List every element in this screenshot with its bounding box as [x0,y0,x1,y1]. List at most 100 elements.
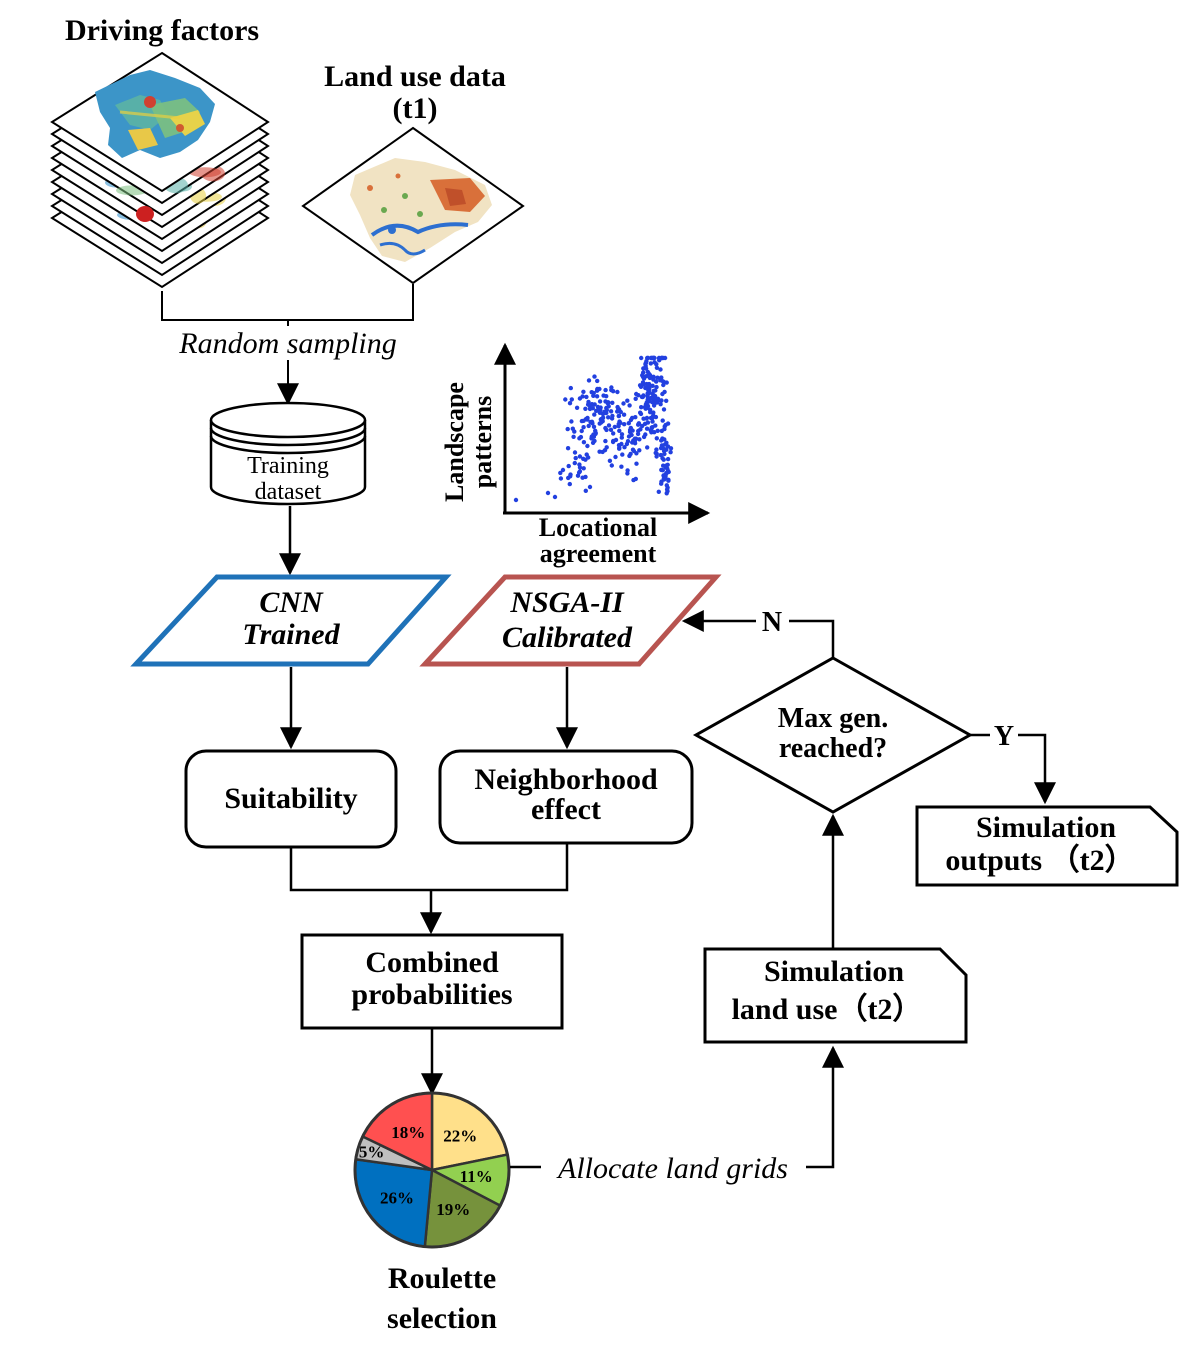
scatter-point [610,400,615,405]
scatter-point [579,428,584,434]
scatter-point [664,440,669,445]
scatter-point [651,393,656,398]
cnn-label: CNN [259,586,324,619]
scatter-point [591,424,597,429]
training-dataset-label-2: dataset [255,479,322,505]
scatter-point [589,419,595,424]
scatter-point [611,431,616,436]
scatter-point [650,416,655,421]
land-use-title: Land use data [324,60,506,93]
scatter-point [604,405,609,411]
scatter-point [574,405,580,410]
land-use-map [301,126,525,285]
scatter-point [658,402,663,407]
scatter-point [625,398,630,403]
allocate-label: Allocate land grids [556,1152,788,1185]
scatter-point [578,434,584,440]
scatter-point [558,476,564,481]
scatter-point [662,424,667,429]
scatter-point [644,415,650,421]
scatter-point [644,426,650,431]
scatter-point [595,378,600,384]
scatter-point [572,429,577,434]
scatter-point [583,406,588,411]
scatter-point [660,456,665,461]
nsga-calibrated-label: Calibrated [502,621,633,654]
scatter-point [664,483,669,488]
scatter-point [651,377,656,382]
inputs-merge-line [161,284,414,321]
scatter-x-label: Locational [539,513,657,542]
scatter-point [647,407,653,412]
scatter-point [586,378,592,383]
scatter-point [586,423,591,429]
scatter-point [664,398,669,403]
scatter-point [645,420,651,425]
scatter-point [612,424,617,430]
scatter-point [577,469,583,474]
pie-slice-label: 11% [460,1167,493,1186]
scatter-point [606,415,611,420]
scatter-point [609,387,614,393]
scatter-point [661,379,667,385]
scatter-point [583,488,588,493]
scatter-point [665,462,670,467]
scatter-point [608,427,614,432]
scatter-point [608,409,614,414]
pie-slice-label: 26% [380,1189,414,1208]
pie-outline [353,1091,511,1249]
scatter-point [566,463,571,469]
scatter-point [666,478,671,483]
scatter-point [634,451,639,456]
scatter-point [595,408,600,413]
scatter-point [615,389,620,395]
scatter-point [615,409,620,414]
scatter-point [659,428,664,434]
scatter-point [640,380,646,385]
neighborhood-label-2: effect [531,793,601,826]
scatter-point [619,435,624,440]
scatter-point [638,411,644,417]
scatter-point [653,414,659,420]
scatter-point [630,447,636,452]
suitability-label: Suitability [224,782,357,815]
scatter-point [610,439,616,445]
simulation-outputs-node [915,805,1179,887]
roulette-label: Roulette [388,1262,496,1295]
factor-hotspot [136,206,154,222]
scatter-point [563,397,568,402]
scatter-point [572,450,578,455]
no-branch-line [789,619,835,658]
scatter-point [560,467,566,473]
cnn-trained-node [130,574,452,667]
scatter-point [581,466,586,471]
scatter-point [593,428,598,433]
scatter-point [592,432,597,437]
scatter-point [654,362,659,367]
scatter-point [569,419,574,424]
scatter-point [558,470,563,476]
neighborhood-label: Neighborhood [474,763,658,796]
scatter-point [654,447,659,452]
scatter-point [641,393,646,398]
scatter-point [580,394,585,399]
sim-outputs-label-2: outputs （t2） [945,843,1134,877]
scatter-point [581,425,586,430]
scatter-point [545,490,551,496]
scatter-point [572,460,577,466]
scatter-point [617,446,622,451]
scatter-point [664,447,669,452]
scatter-point [627,429,633,435]
scatter-point [591,393,596,398]
scatter-y-label: Landscape [440,382,469,502]
scatter-y-label-2: patterns [468,396,497,488]
scatter-point [660,391,665,397]
scatter-point [646,383,651,389]
roulette-label-2: selection [387,1302,497,1335]
scatter-point [650,383,655,388]
scatter-point [659,443,665,448]
scatter-point [648,361,653,366]
sim-outputs-label: Simulation [976,811,1116,844]
scatter-point [577,462,582,467]
scatter-point [656,489,661,494]
